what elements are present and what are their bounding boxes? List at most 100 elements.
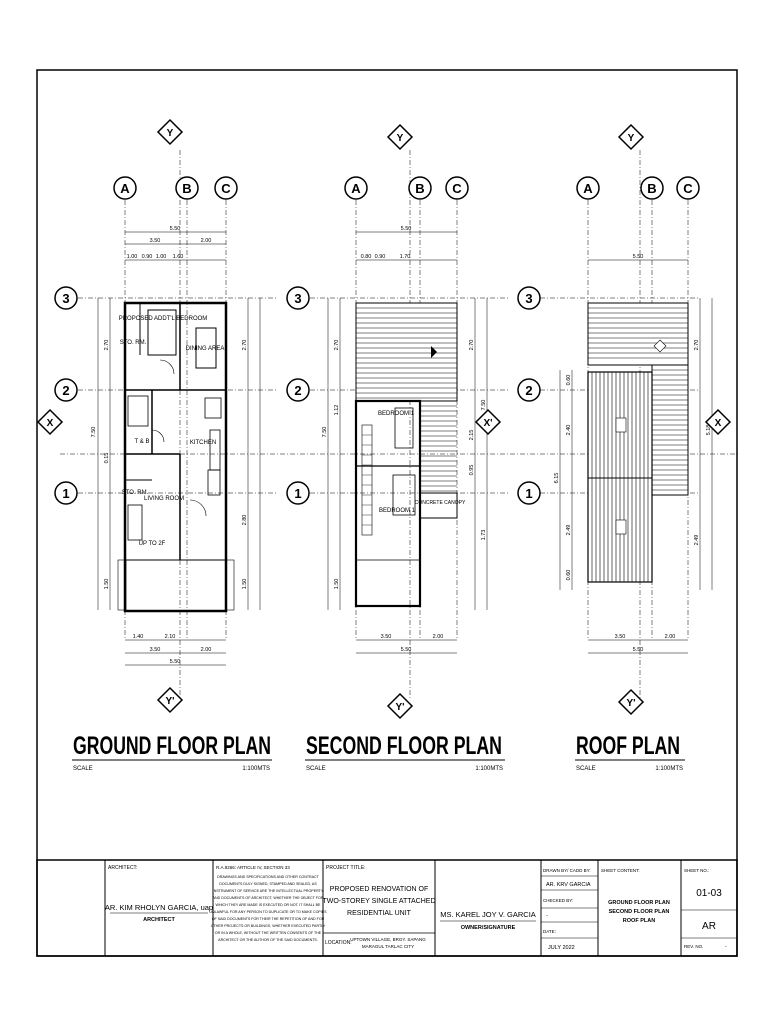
room-label: UP TO 2F: [139, 541, 166, 547]
axis-label: Y': [395, 702, 404, 713]
dimension-text: 5.50: [633, 254, 644, 260]
ra-text-line: DRAWINGS AND SPECIFICATIONS AND OTHER CO…: [217, 875, 319, 879]
dimension-text: 1.73: [481, 530, 487, 541]
sheet-number: 01-03: [696, 888, 722, 899]
content-line: GROUND FLOOR PLAN: [608, 900, 670, 906]
axis-label: X': [483, 418, 492, 429]
location-line: UPTOWN VILLAGE, BRGY. SAPANG: [350, 937, 426, 942]
rev-value: -: [725, 944, 727, 950]
section-marker-icon: [704, 408, 732, 436]
scale-label: SCALE: [73, 766, 93, 772]
dimension-text: 2.10: [165, 634, 176, 640]
dimension-text: 2.40: [566, 425, 572, 436]
dimension-text: 1.50: [242, 579, 248, 590]
plan-title: GROUND FLOOR PLAN: [73, 732, 271, 760]
ra-text-line: AND DOCUMENTS OF ARCHITECT, WHETHER THE …: [213, 896, 324, 900]
dimension-text: 1.00: [156, 254, 167, 260]
grid-bubble: [54, 481, 78, 505]
room-label: STO. RM.: [122, 490, 149, 496]
grid-bubble: [214, 176, 238, 200]
grid-bubble: [445, 176, 469, 200]
grid-number: 2: [525, 383, 532, 398]
room-label: KITCHEN: [190, 440, 216, 446]
dimension-text: 7.50: [322, 427, 328, 438]
grid-bubble: [344, 176, 368, 200]
drawn-label: DRAWN BY/ CADD BY:: [543, 868, 591, 873]
checked-label: CHECKED BY:: [543, 898, 573, 903]
architect-role: ARCHITECT: [143, 917, 175, 923]
scale-label: SCALE: [306, 766, 326, 772]
grid-bubble: [286, 286, 310, 310]
section-marker-icon: [156, 118, 184, 146]
dimension-lines: [559, 259, 713, 654]
dimension-text: 2.70: [469, 340, 475, 351]
ground-floor-plan: PROPOSED ADDT'L BEDROOM STO. RM. DINING …: [36, 118, 740, 772]
room-label: BEDROOM 1: [379, 508, 416, 514]
project-title-line: TWO-STOREY SINGLE ATTACHED: [322, 898, 435, 905]
grid-bubble: [54, 378, 78, 402]
ra-text-line: WHICH THEY ARE MADE IS EXECUTED OR NOT. …: [216, 903, 322, 907]
dimension-text: 2.49: [566, 525, 572, 536]
dimension-text: 1.00: [127, 254, 138, 260]
dimension-text: 2.49: [694, 535, 700, 546]
arrow-icon: [431, 346, 437, 358]
plan-title: ROOF PLAN: [576, 732, 680, 760]
grid-bubble: [576, 176, 600, 200]
grid-bubble: [640, 176, 664, 200]
dimension-text: 7.50: [91, 427, 97, 438]
roof-plan: 5.50 3.50 2.00 5.50 0.60 2.40 6.15 2.49 …: [474, 123, 732, 772]
architect-name: AR. KIM RHOLYN GARCIA, uap: [105, 903, 213, 912]
room-label: BEDROOM 1: [378, 411, 415, 417]
grid-letter: A: [120, 181, 130, 196]
second-floor-plan: BEDROOM 1 BEDROOM 1 CONCRETE CANOPY 5.50…: [286, 123, 510, 772]
dimension-text: 1.60: [173, 254, 184, 260]
plan-title: SECOND FLOOR PLAN: [306, 732, 502, 760]
dimension-text: 5.50: [633, 647, 644, 653]
roof-panels: [587, 302, 689, 583]
dimension-text: 2.70: [242, 340, 248, 351]
grid-letter: C: [452, 181, 462, 196]
dimension-text: 1.40: [133, 634, 144, 640]
section-marker-icon: [386, 692, 414, 720]
axis-label: Y: [167, 128, 174, 139]
date-value: JULY 2022: [548, 945, 575, 951]
ra-text-line: OF SAID DOCUMENTS FOR THEIR THE REPETITI…: [212, 917, 325, 921]
grid-bubble: [54, 286, 78, 310]
room-label: PROPOSED ADDT'L BEDROOM: [119, 316, 208, 322]
sheet-code: AR: [702, 921, 716, 932]
project-label: PROJECT TITLE:: [326, 865, 366, 871]
walls: [354, 399, 458, 608]
content-line: SECOND FLOOR PLAN: [609, 909, 670, 915]
dimension-text: 5.50: [170, 659, 181, 665]
room-label: CONCRETE CANOPY: [415, 500, 466, 506]
dimension-text: 3.50: [150, 238, 161, 244]
dimension-lines: [327, 231, 488, 654]
axis-label: X: [47, 418, 54, 429]
grid-bubble: [517, 286, 541, 310]
drawn-value: AR. KRV GARCIA: [546, 882, 591, 888]
arrow-icon: [653, 339, 667, 353]
ra-label: R.A.9266: ARTICLE IV, SECTION 33: [216, 865, 290, 870]
grid-number: 1: [525, 486, 532, 501]
ra-text-line: ARCHITECT OR THE AUTHOR OF THE SAID DOCU…: [218, 938, 318, 942]
grid-letter: A: [583, 181, 593, 196]
grid-letter: B: [415, 181, 424, 196]
dimension-text: 5.18: [706, 425, 712, 436]
dimension-text: 5.50: [401, 647, 412, 653]
owner-role: OWNER/SIGNATURE: [461, 925, 516, 931]
grid-bubble: [286, 378, 310, 402]
date-label: DATE:: [543, 929, 556, 934]
grid-number: 1: [62, 486, 69, 501]
axis-label: Y: [628, 133, 635, 144]
location-label: LOCATION:: [325, 940, 352, 946]
section-marker-icon: [617, 123, 645, 151]
grid-bubble: [175, 176, 199, 200]
dimension-text: 5.50: [170, 226, 181, 232]
grid-bubble: [286, 481, 310, 505]
grid-letter: C: [683, 181, 693, 196]
scale-value: 1:100MTS: [475, 766, 503, 772]
arrow-up-icon: [615, 417, 627, 433]
room-label: LIVING ROOM: [144, 496, 184, 502]
grid-number: 2: [62, 383, 69, 398]
